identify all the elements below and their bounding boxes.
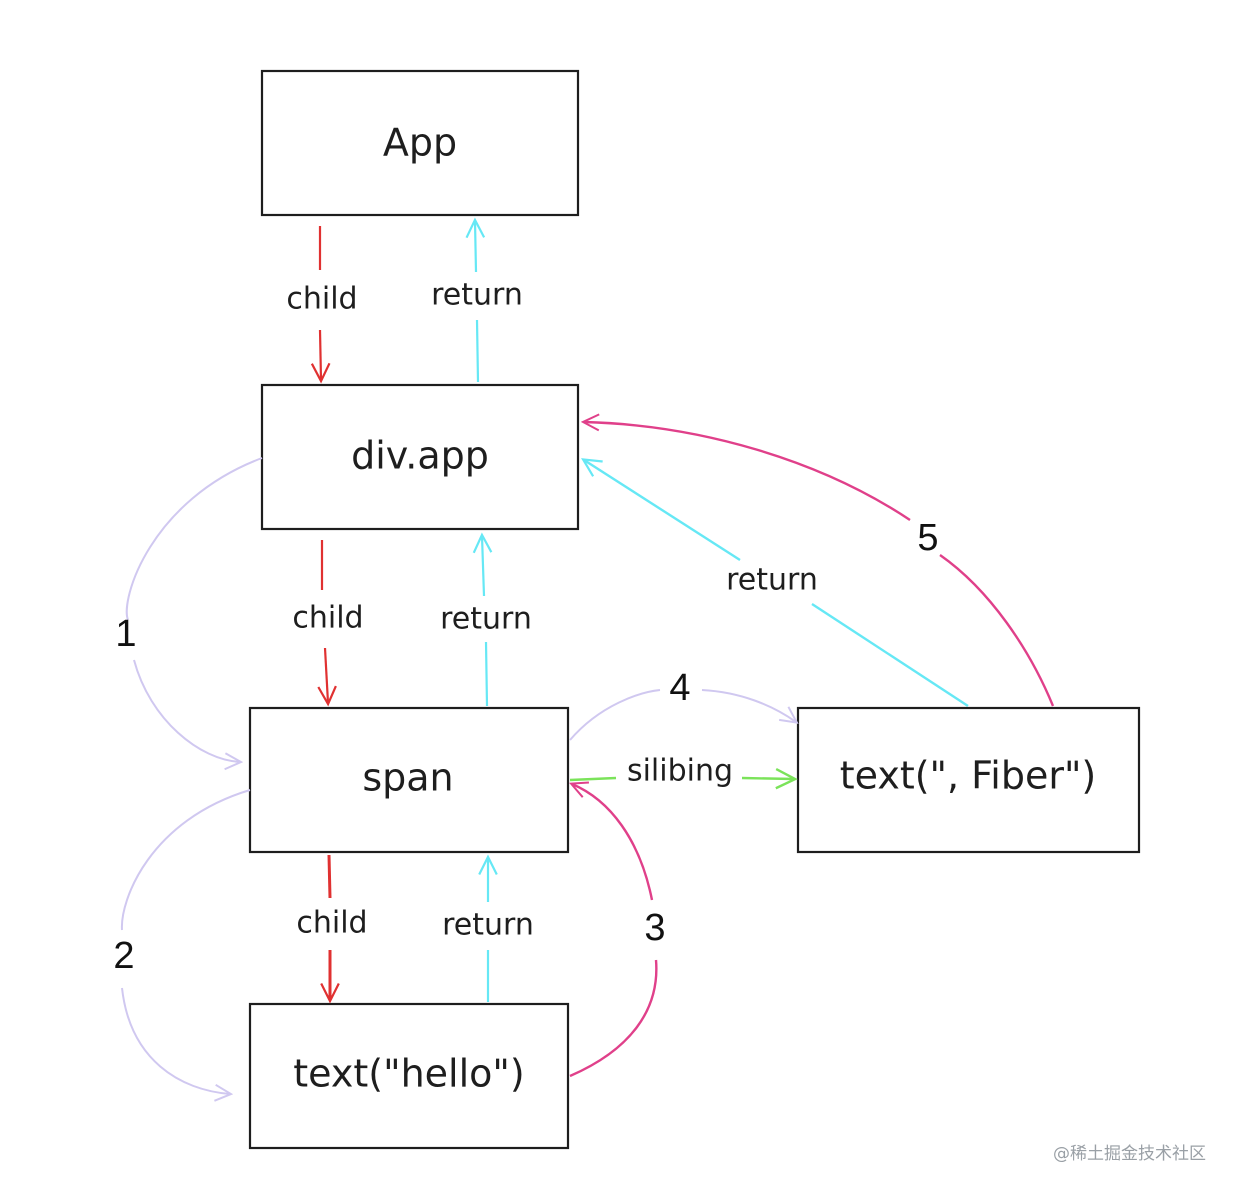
node-div-app-label: div.app xyxy=(351,434,489,478)
edge-child-div-span: child xyxy=(292,540,364,703)
node-app-label: App xyxy=(383,121,457,165)
edge-return-span-div-label: return xyxy=(440,602,532,637)
node-span-label: span xyxy=(362,756,453,800)
edge-child-app-div: child xyxy=(286,226,358,380)
node-text-fiber: text(", Fiber") xyxy=(796,706,1141,854)
edge-return-hello-span: return xyxy=(442,858,534,1002)
node-span: span xyxy=(248,706,570,854)
edge-child-div-span-label: child xyxy=(292,601,363,636)
edge-return-div-app-label: return xyxy=(431,278,523,313)
edge-child-span-hello-label: child xyxy=(296,906,367,941)
edge-child-span-hello: child xyxy=(296,854,368,1000)
step-3-arc: 3 xyxy=(570,784,666,1078)
node-text-hello-label: text("hello") xyxy=(293,1052,524,1096)
watermark: @稀土掘金技术社区 xyxy=(1053,1144,1206,1164)
step-3-label: 3 xyxy=(644,907,665,949)
step-2-label: 2 xyxy=(113,935,134,977)
step-4-arc: 4 xyxy=(569,667,796,741)
edge-sibling-label: silibing xyxy=(627,754,733,789)
step-2-arc: 2 xyxy=(113,789,251,1094)
edge-return-span-div: return xyxy=(440,536,532,707)
node-text-fiber-label: text(", Fiber") xyxy=(840,754,1097,798)
step-4-label: 4 xyxy=(669,667,690,709)
edge-sibling-span-fiber: silibing xyxy=(569,754,794,789)
node-app: App xyxy=(260,69,580,217)
step-1-label: 1 xyxy=(115,613,136,655)
edge-return-hello-span-label: return xyxy=(442,908,534,943)
edge-return-fiber-div-label: return xyxy=(726,563,818,598)
step-5-label: 5 xyxy=(917,517,938,559)
edge-return-fiber-div: return xyxy=(584,460,969,708)
edge-child-app-div-label: child xyxy=(286,282,357,317)
step-1-arc: 1 xyxy=(115,457,263,762)
edge-return-div-app: return xyxy=(431,221,523,383)
step-5-arc: 5 xyxy=(584,422,1055,707)
node-div-app: div.app xyxy=(260,383,580,531)
node-text-hello: text("hello") xyxy=(248,1002,570,1150)
